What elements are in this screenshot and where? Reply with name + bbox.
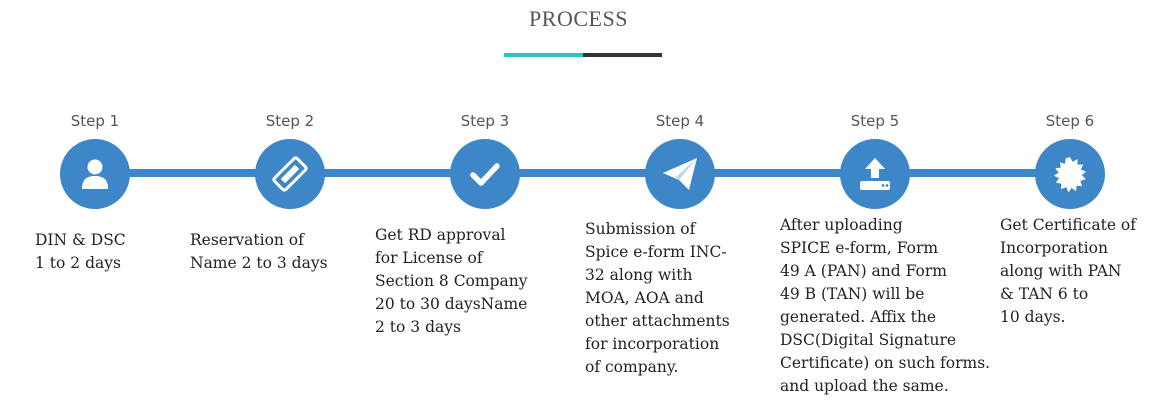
step-1-label: Step 1 (70, 112, 120, 130)
step-2-description: Reservation of Name 2 to 3 days (190, 231, 328, 272)
step-3-description: Get RD approval for License of Section 8… (375, 226, 528, 336)
step-2-label: Step 2 (265, 112, 315, 130)
step-4-description: Submission of Spice e-form INC- 32 along… (585, 220, 730, 376)
paper-plane-icon (663, 158, 697, 190)
step-4-label: Step 4 (655, 112, 705, 130)
ticket-icon (272, 156, 308, 192)
step-5-label: Step 5 (850, 112, 900, 130)
step-2-circle (255, 139, 325, 209)
page-title: PROCESS (529, 6, 628, 31)
user-icon (82, 159, 108, 189)
process-timeline-line (96, 169, 1071, 177)
step-1-circle (60, 139, 130, 209)
title-underline-dark (583, 53, 662, 57)
step-6-label: Step 6 (1045, 112, 1095, 130)
step-1-description: DIN & DSC 1 to 2 days (35, 231, 126, 272)
title-underline-accent (504, 53, 584, 57)
checkmark-icon (470, 163, 500, 186)
step-3-circle (450, 139, 520, 209)
step-5-circle (840, 139, 910, 209)
step-6-description: Get Certificate of Incorporation along w… (1000, 216, 1136, 326)
step-6-circle (1035, 139, 1105, 209)
step-3-label: Step 3 (460, 112, 510, 130)
step-4-circle (645, 139, 715, 209)
certificate-badge-icon (1054, 157, 1086, 193)
step-5-description: After uploading SPICE e-form, Form 49 A … (780, 216, 991, 395)
upload-icon (860, 158, 890, 190)
